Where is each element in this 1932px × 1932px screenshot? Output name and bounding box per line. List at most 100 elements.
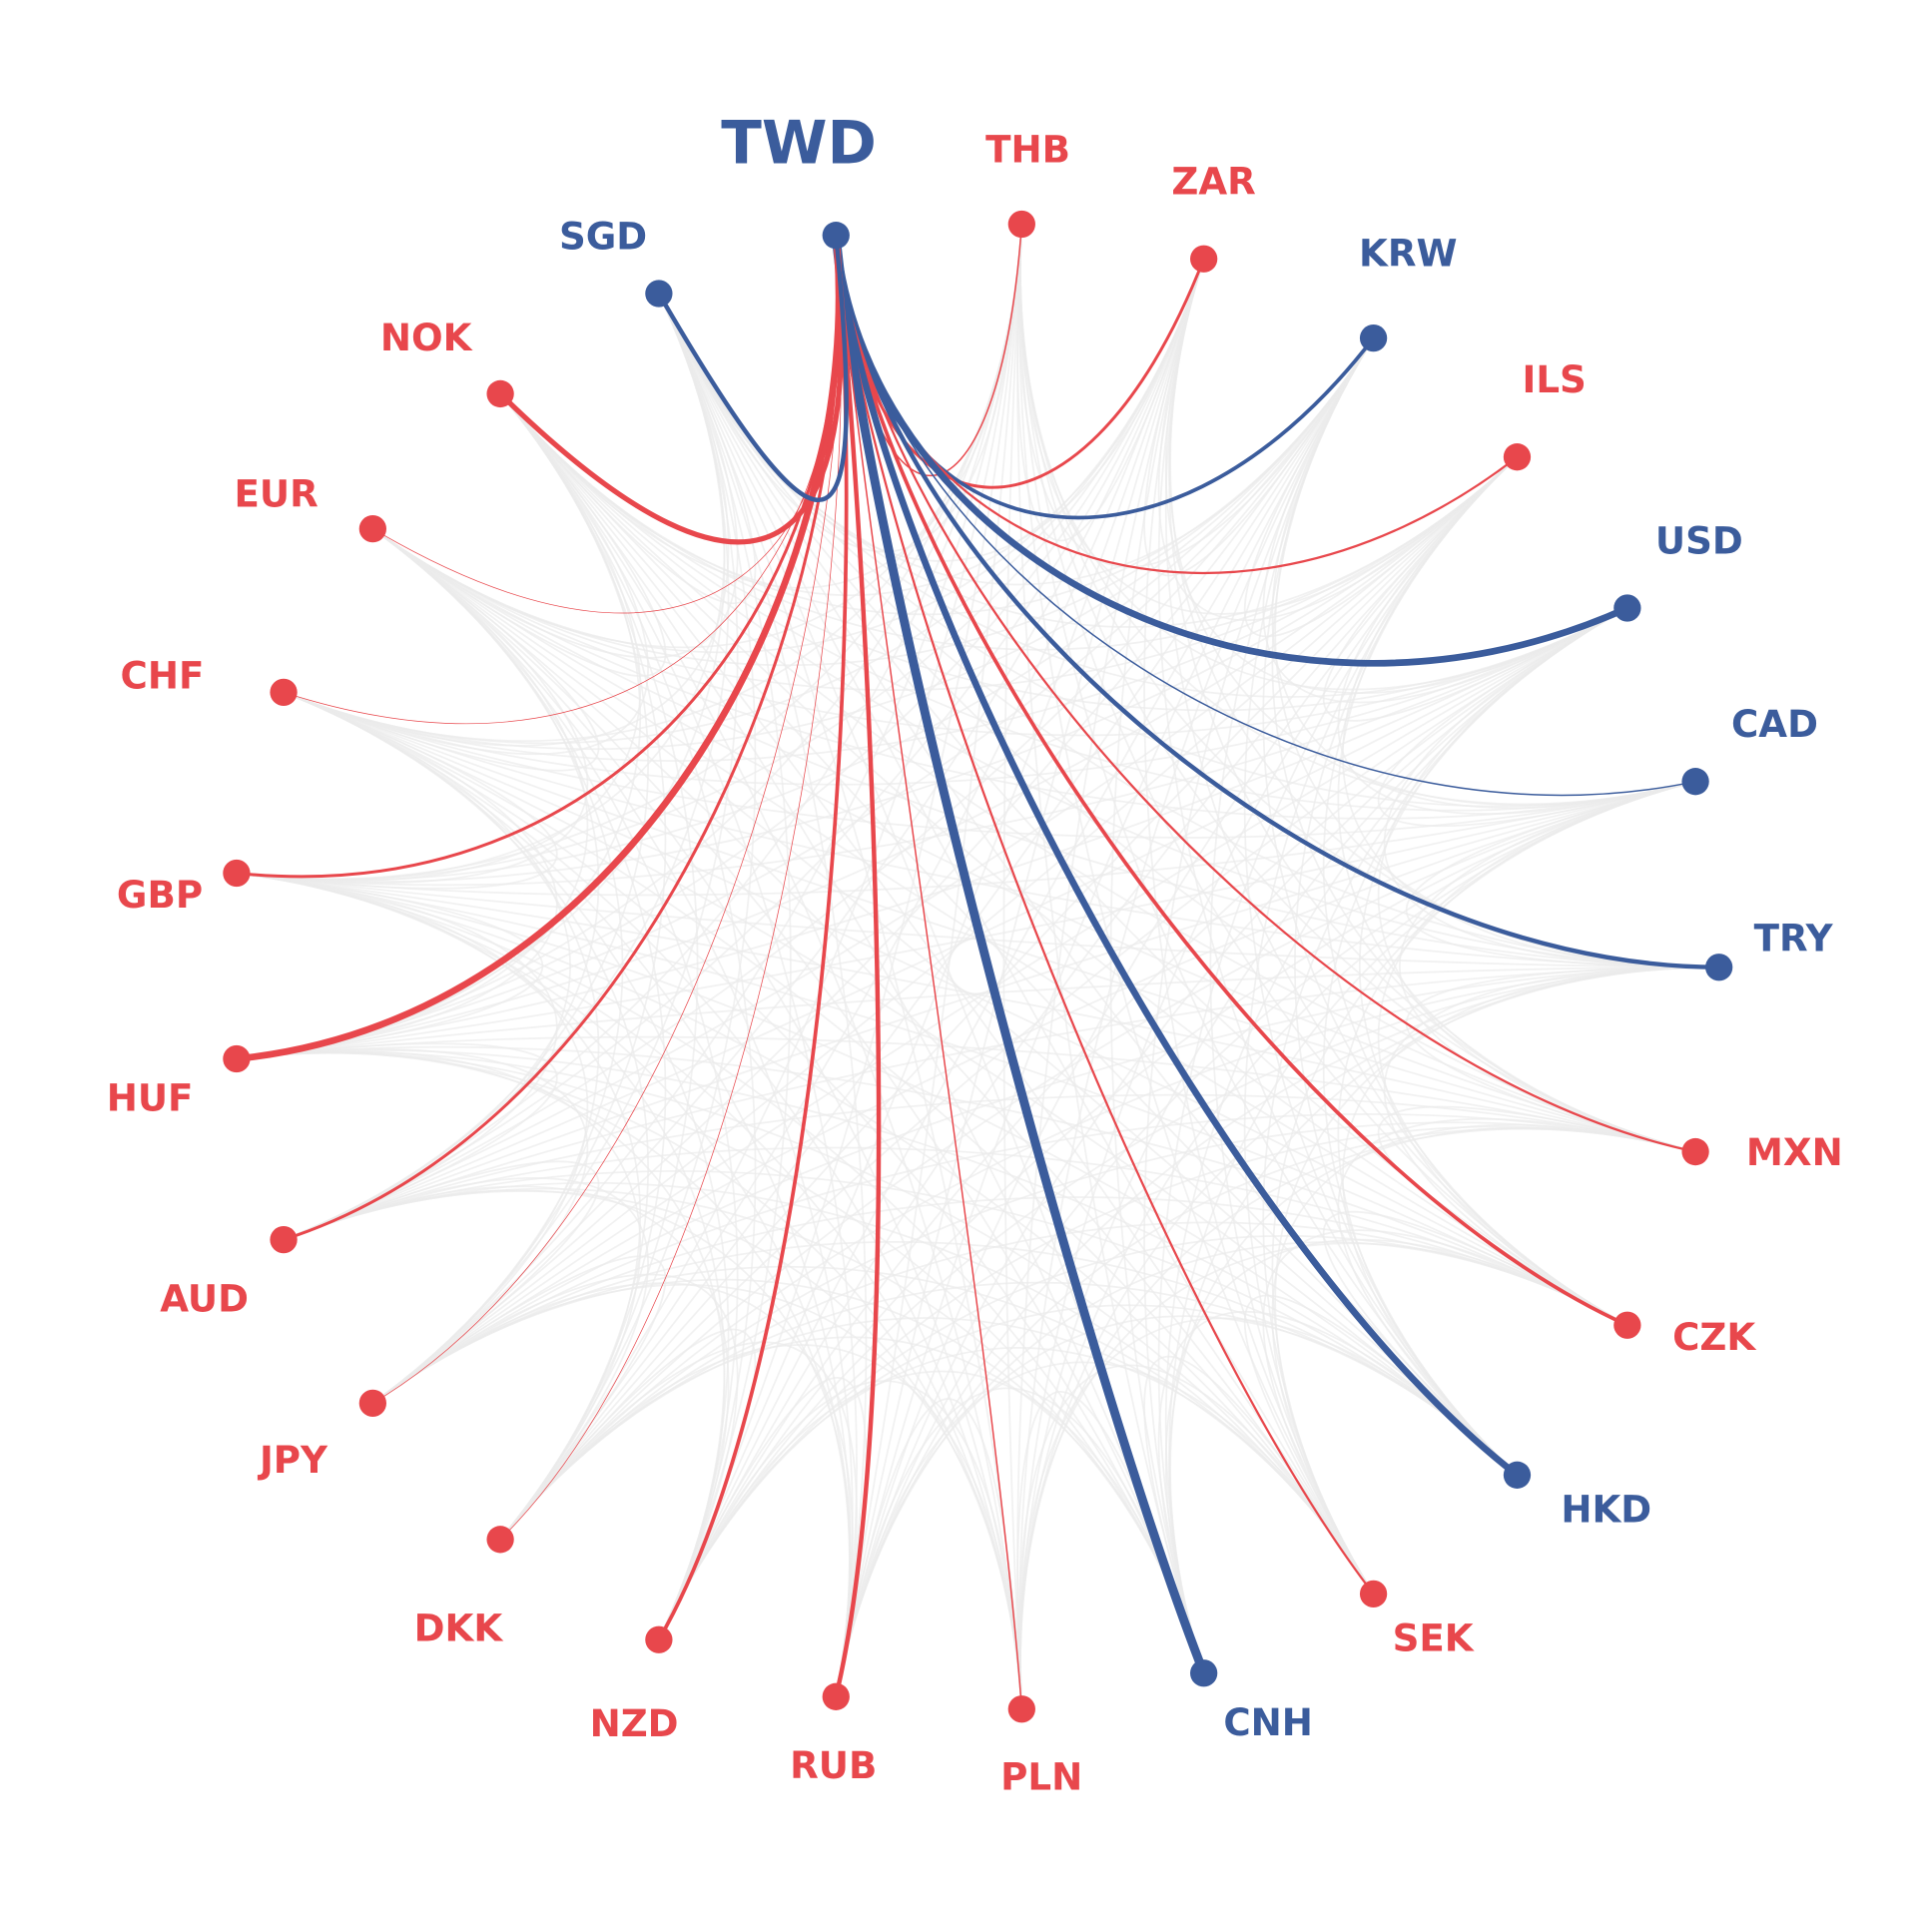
background-edge bbox=[1337, 1117, 1696, 1476]
label-dkk: DKK bbox=[414, 1607, 504, 1650]
background-edge bbox=[1018, 1364, 1375, 1709]
node-cnh[interactable] bbox=[1190, 1659, 1218, 1687]
background-edge bbox=[499, 1341, 858, 1697]
background-edge bbox=[1157, 258, 1519, 621]
background-edge bbox=[283, 691, 1719, 968]
background-edge bbox=[371, 527, 1205, 1674]
label-pln: PLN bbox=[1000, 1754, 1082, 1798]
background-edge bbox=[1271, 337, 1696, 810]
background-edge bbox=[658, 1380, 1023, 1709]
node-usd[interactable] bbox=[1613, 594, 1641, 622]
background-edge bbox=[371, 456, 1519, 691]
edge-twd-usd bbox=[832, 232, 1631, 667]
background-edge bbox=[236, 1047, 589, 1405]
label-czk: CZK bbox=[1672, 1315, 1756, 1359]
label-chf: CHF bbox=[121, 654, 205, 698]
background-edge bbox=[283, 607, 1628, 1241]
background-edge bbox=[835, 337, 1375, 1697]
node-dkk[interactable] bbox=[486, 1526, 514, 1554]
node-thb[interactable] bbox=[1007, 210, 1035, 239]
background-edge bbox=[835, 258, 1205, 1697]
node-krw[interactable] bbox=[1359, 323, 1388, 352]
background-edge bbox=[1164, 258, 1628, 694]
node-mxn[interactable] bbox=[1681, 1137, 1709, 1166]
background-edge bbox=[1018, 224, 1375, 1595]
background-edge bbox=[236, 872, 543, 1060]
edge-twd-pln bbox=[835, 234, 1023, 1710]
edge-twd-sek bbox=[835, 234, 1375, 1596]
background-edge bbox=[236, 872, 558, 1241]
node-nok[interactable] bbox=[486, 379, 514, 408]
node-zar[interactable] bbox=[1190, 245, 1218, 273]
background-edge bbox=[371, 293, 739, 659]
label-hkd: HKD bbox=[1561, 1487, 1651, 1531]
node-cad[interactable] bbox=[1681, 768, 1709, 796]
label-nzd: NZD bbox=[590, 1701, 679, 1745]
node-sek[interactable] bbox=[1359, 1580, 1388, 1609]
label-ils: ILS bbox=[1523, 357, 1587, 401]
background-edge bbox=[371, 1241, 1519, 1476]
node-nzd[interactable] bbox=[645, 1625, 673, 1653]
background-edge bbox=[1018, 337, 1375, 1709]
node-ils[interactable] bbox=[1503, 443, 1532, 471]
background-edge bbox=[283, 392, 649, 756]
node-hkd[interactable] bbox=[1503, 1461, 1532, 1489]
node-try[interactable] bbox=[1705, 954, 1733, 981]
node-chf[interactable] bbox=[270, 678, 298, 707]
background-edge bbox=[499, 392, 1023, 1709]
background-edge bbox=[236, 1035, 1696, 1153]
background-edge bbox=[236, 1042, 558, 1241]
background-edge bbox=[236, 456, 1519, 1060]
background-edge bbox=[371, 527, 1375, 1595]
background-edge bbox=[371, 1273, 739, 1640]
background-edge bbox=[658, 293, 1719, 968]
background-edge bbox=[283, 1160, 600, 1405]
nodes bbox=[223, 210, 1733, 1723]
node-gbp[interactable] bbox=[223, 859, 251, 888]
label-aud: AUD bbox=[160, 1277, 249, 1321]
background-edge bbox=[658, 293, 1375, 1595]
edge-twd-eur bbox=[371, 235, 841, 614]
node-pln[interactable] bbox=[1007, 1695, 1035, 1723]
node-huf[interactable] bbox=[223, 1044, 251, 1073]
background-edge bbox=[236, 1045, 1628, 1326]
label-eur: EUR bbox=[234, 471, 318, 515]
label-mxn: MXN bbox=[1746, 1130, 1843, 1174]
background-edge bbox=[236, 872, 1628, 1326]
background-edge bbox=[499, 293, 757, 605]
label-nok: NOK bbox=[380, 316, 473, 359]
edge-twd-gbp bbox=[235, 234, 841, 879]
background-edge bbox=[236, 607, 1628, 1060]
label-huf: HUF bbox=[107, 1076, 194, 1120]
edge-twd-hkd bbox=[832, 232, 1521, 1479]
label-try: TRY bbox=[1754, 917, 1834, 961]
background-edge bbox=[283, 691, 1375, 1595]
hub-edges bbox=[233, 223, 1721, 1710]
background-edge bbox=[236, 337, 1375, 1060]
background-edge bbox=[1019, 224, 1628, 691]
node-aud[interactable] bbox=[270, 1225, 298, 1254]
label-rub: RUB bbox=[790, 1743, 877, 1787]
node-jpy[interactable] bbox=[358, 1389, 386, 1417]
background-edge bbox=[236, 872, 589, 1405]
background-edge bbox=[1016, 224, 1205, 1674]
background-edge bbox=[236, 527, 589, 885]
label-gbp: GBP bbox=[117, 873, 203, 917]
background-edge bbox=[1016, 258, 1205, 1709]
background-edge bbox=[835, 1387, 1205, 1697]
node-sgd[interactable] bbox=[645, 280, 673, 308]
background-edge bbox=[283, 527, 600, 772]
edge-twd-rub bbox=[834, 233, 882, 1699]
edge-twd-cnh bbox=[831, 231, 1209, 1678]
node-eur[interactable] bbox=[358, 515, 386, 543]
node-rub[interactable] bbox=[822, 1682, 850, 1710]
background-edge bbox=[499, 392, 1628, 712]
background-edge bbox=[1383, 607, 1719, 968]
background-edge bbox=[1018, 224, 1519, 615]
background-edge bbox=[371, 527, 1696, 1153]
background-edge bbox=[499, 607, 1628, 1541]
node-czk[interactable] bbox=[1613, 1311, 1641, 1339]
background-edge bbox=[283, 337, 1375, 1241]
node-twd[interactable] bbox=[822, 222, 850, 250]
